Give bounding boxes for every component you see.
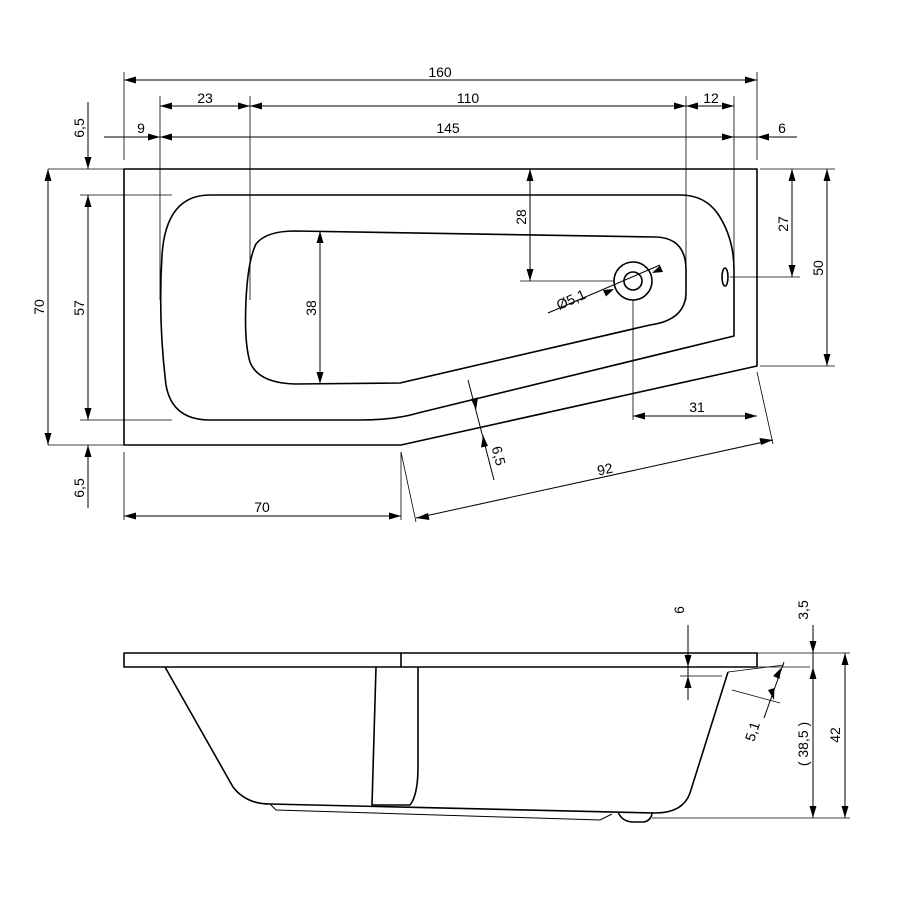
side-view: 6 3,5 5,1 ( 38,5 ) 42	[123, 600, 850, 823]
label-margin-right: 6	[778, 120, 786, 136]
label-margin-bottom: 6,5	[71, 478, 87, 498]
label-total-height: 42	[827, 727, 843, 743]
label-drain-offset-right: 31	[689, 399, 705, 415]
top-view: 160 23 110 12 145 9 6 6,5 70 57 6,5 38 2…	[31, 64, 835, 523]
top-view-extension-lines	[48, 72, 835, 523]
drain-inner-circle	[623, 271, 643, 291]
label-overall-length: 160	[428, 64, 452, 80]
side-view-extension-lines	[652, 652, 850, 819]
label-drain-offset-top: 28	[513, 209, 529, 225]
label-basin-width: 57	[71, 300, 87, 316]
side-view-base-foot	[269, 803, 613, 821]
label-basin-length: 145	[436, 120, 460, 136]
side-view-arrowheads	[684, 641, 849, 818]
label-offset-left: 23	[197, 90, 213, 106]
label-right-depth: 50	[810, 260, 826, 276]
label-margin-left: 9	[137, 120, 145, 136]
label-margin-top: 6,5	[71, 118, 87, 138]
dim-line-drain-diameter	[547, 264, 661, 314]
label-rim-thickness: 3,5	[795, 600, 811, 620]
drain-outer-circle	[613, 261, 653, 301]
side-view-drain-foot	[617, 811, 653, 823]
dim-line-angled-length	[415, 439, 774, 519]
dim-line-rim-width-angled	[467, 379, 495, 481]
label-rim-width-angled: 6,5	[489, 444, 509, 467]
label-bottom-straight: 70	[254, 499, 270, 515]
side-view-rim	[123, 652, 758, 668]
label-offset-right: 12	[703, 90, 719, 106]
side-view-body	[164, 666, 729, 814]
label-overflow-size: 5,1	[742, 720, 763, 744]
label-inner-height: ( 38,5 )	[795, 722, 811, 766]
overflow-hole	[721, 267, 729, 287]
top-view-basin-outline	[159, 194, 735, 421]
side-view-support	[371, 666, 419, 806]
top-view-outer-outline	[123, 168, 758, 446]
label-depth-left: 70	[31, 299, 47, 315]
label-angled-length: 92	[596, 460, 615, 479]
label-inner-length: 110	[457, 90, 480, 106]
label-rim-recess: 6	[671, 606, 687, 614]
label-right-depth-upper: 27	[775, 216, 791, 232]
top-view-arrowheads	[44, 76, 831, 520]
label-drain-diameter: Ø5,1	[554, 286, 588, 313]
label-inner-width: 38	[303, 300, 319, 316]
